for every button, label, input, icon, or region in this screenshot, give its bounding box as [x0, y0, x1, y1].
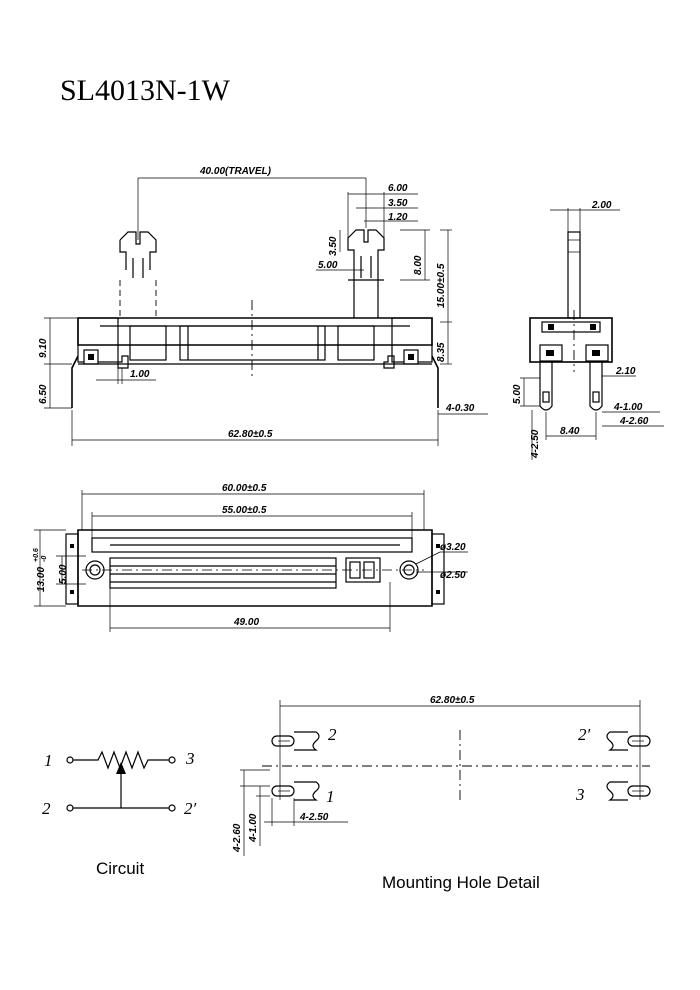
part-number-title: SL4013N-1W: [60, 74, 231, 107]
side-dim-84: 8.40: [560, 426, 580, 437]
mount-dim-628: 62.80±0.5: [430, 695, 475, 706]
top-dim-d32: ø3.20: [440, 542, 466, 553]
circuit-pin-2prime: 2′: [184, 799, 197, 818]
side-dim-2: 2.00: [591, 200, 612, 211]
dim-35-top: 3.50: [388, 198, 408, 209]
top-dim-60: 60.00±0.5: [222, 483, 267, 494]
side-dim-426: 4-2.60: [619, 416, 649, 427]
mount-dim-410: 4-1.00: [248, 813, 259, 843]
dim-8: 8.00: [413, 255, 424, 275]
dim-4-030: 4-0.30: [445, 403, 475, 414]
dim-35-vert: 3.50: [328, 236, 339, 256]
dim-65: 6.50: [38, 384, 49, 404]
circuit-caption: Circuit: [96, 859, 144, 878]
mount-dim-425: 4-2.50: [299, 812, 329, 823]
dim-6: 6.00: [388, 183, 408, 194]
top-dim-13: 13.00: [36, 567, 47, 592]
mount-dim-426: 4-2.60: [232, 823, 243, 853]
circuit-pin-1: 1: [44, 751, 53, 770]
circuit-pin-3: 3: [185, 749, 195, 768]
top-dim-13-tol-up: +0.6: [33, 548, 40, 562]
side-dim-5: 5.00: [512, 384, 523, 404]
dim-91: 9.10: [38, 338, 49, 358]
top-dim-55: 55.00±0.5: [222, 505, 267, 516]
side-dim-410: 4-1.00: [613, 402, 643, 413]
dim-835: 8.35: [436, 342, 447, 362]
top-dim-13-tol-dn: -0: [41, 556, 48, 562]
side-view: 2.00 2.10 5.00 4-1.00 4-2.60 4-2.50 8.40: [512, 200, 664, 460]
mounting-caption: Mounting Hole Detail: [382, 873, 540, 892]
circuit-schematic: 1 3 2 2′ Circuit: [42, 749, 197, 878]
side-dim-21: 2.10: [615, 366, 636, 377]
mount-pin-2: 2: [328, 725, 337, 744]
dim-5: 5.00: [318, 260, 338, 271]
top-view: 60.00±0.5 55.00±0.5 13.00 +0.6 -0 5.00 ø…: [33, 483, 468, 632]
top-dim-5: 5.00: [58, 564, 69, 584]
circuit-pin-2: 2: [42, 799, 51, 818]
dim-628: 62.80±0.5: [228, 429, 273, 440]
dim-12: 1.20: [388, 212, 408, 223]
top-dim-49: 49.00: [233, 617, 259, 628]
mounting-hole-detail: 62.80±0.5 2 2′ 1 3 4-2.60 4-1.00: [232, 695, 651, 892]
dim-1: 1.00: [130, 369, 150, 380]
top-dim-d25: ø2.50: [440, 570, 466, 581]
front-view: 40.00(TRAVEL) 6.00 3.50 1.20 3.50 5.00 8…: [38, 166, 488, 446]
mount-pin-2prime: 2′: [578, 725, 591, 744]
mount-pin-1: 1: [326, 787, 335, 806]
mount-pin-3: 3: [575, 785, 585, 804]
dim-travel: 40.00(TRAVEL): [199, 166, 272, 177]
side-dim-425: 4-2.50: [530, 429, 541, 459]
dim-15: 15.00±0.5: [436, 263, 447, 308]
